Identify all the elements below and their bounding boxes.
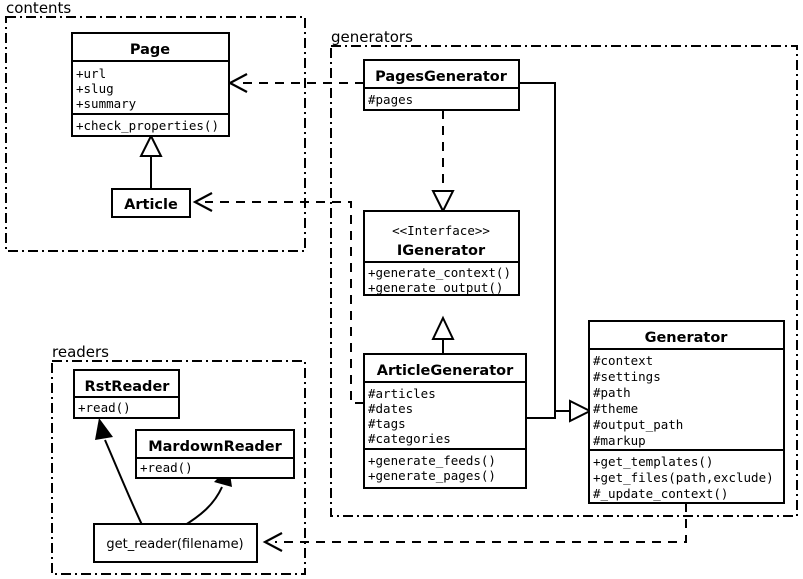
- class-name-rst-reader: RstReader: [85, 379, 171, 395]
- edge-getreader-creates-rstreader: [95, 418, 144, 528]
- attribute-articlegenerator-categories: #categories: [368, 431, 451, 446]
- edge-pagesgenerator-realizes-igenerator: [431, 110, 455, 214]
- method-generator-get-templates: +get_templates(): [593, 454, 713, 469]
- method-rstreader-read: +read(): [78, 400, 131, 415]
- class-name-article-generator: ArticleGenerator: [377, 363, 514, 379]
- method-page-check-properties: +check_properties(): [76, 118, 219, 133]
- class-box-generator[interactable]: Generator #context #settings #path #them…: [588, 320, 785, 504]
- class-box-article[interactable]: Article: [111, 188, 191, 218]
- method-articlegenerator-generate-feeds: +generate_feeds(): [368, 453, 496, 468]
- edge-articlegenerator-inherits-igenerator: [431, 315, 455, 355]
- package-readers-border: [51, 360, 306, 575]
- hollow-triangle-arrowhead: [569, 399, 593, 423]
- class-box-rst-reader[interactable]: RstReader +read(): [73, 369, 180, 419]
- attribute-page-summary: +summary: [76, 96, 137, 111]
- method-igenerator-generate-context: +generate_context(): [368, 265, 511, 280]
- package-label-generators: generators: [331, 28, 413, 46]
- class-box-igenerator[interactable]: <<Interface>> IGenerator +generate_conte…: [363, 210, 520, 296]
- edge-generator-depends-getreader: [262, 503, 687, 552]
- package-label-readers: readers: [52, 343, 109, 361]
- edge-pagesgenerator-inherits-generator: [519, 82, 593, 423]
- attribute-generator-theme: #theme: [593, 401, 638, 416]
- package-label-contents: contents: [6, 0, 71, 17]
- attribute-page-url: +url: [76, 66, 106, 81]
- hollow-triangle-arrowhead: [431, 190, 455, 214]
- class-name-igenerator: IGenerator: [397, 243, 486, 259]
- edge-articlegenerator-inherits-generator: [526, 411, 556, 419]
- method-igenerator-generate-output: +generate_output(): [368, 280, 503, 295]
- class-name-generator: Generator: [645, 330, 729, 346]
- attribute-generator-output-path: #output_path: [593, 417, 683, 432]
- package-generators-border: [330, 45, 798, 517]
- class-box-page[interactable]: Page +url +slug +summary +check_properti…: [71, 32, 230, 137]
- class-name-article: Article: [124, 197, 178, 213]
- attribute-generator-markup: #markup: [593, 433, 646, 448]
- class-name-page: Page: [130, 42, 170, 58]
- class-name-mardown-reader: MardownReader: [148, 439, 282, 455]
- attribute-pagesgenerator-pages: #pages: [368, 92, 413, 107]
- attribute-generator-path: #path: [593, 385, 631, 400]
- method-mardownreader-read: +read(): [140, 460, 193, 475]
- package-generators: [330, 45, 798, 517]
- class-box-pages-generator[interactable]: PagesGenerator #pages: [363, 59, 520, 111]
- package-readers: [51, 360, 306, 575]
- class-box-mardown-reader[interactable]: MardownReader +read(): [135, 429, 295, 479]
- package-contents: [5, 16, 306, 252]
- attribute-articlegenerator-dates: #dates: [368, 401, 413, 416]
- attribute-generator-context: #context: [593, 353, 653, 368]
- class-name-pages-generator: PagesGenerator: [375, 69, 508, 85]
- method-articlegenerator-generate-pages: +generate_pages(): [368, 468, 496, 483]
- attribute-page-slug: +slug: [76, 81, 114, 96]
- open-arrowhead: [262, 532, 283, 552]
- function-name-get-reader: get_reader(filename): [106, 537, 243, 552]
- solid-arrowhead: [95, 418, 113, 440]
- open-arrowhead: [192, 192, 213, 212]
- method-generator-get-files: +get_files(path,exclude): [593, 470, 774, 485]
- hollow-triangle-arrowhead: [431, 315, 455, 340]
- class-box-article-generator[interactable]: ArticleGenerator #articles #dates #tags …: [363, 353, 527, 489]
- class-stereotype-igenerator: <<Interface>>: [392, 223, 490, 238]
- attribute-generator-settings: #settings: [593, 369, 661, 384]
- method-generator-update-context: #_update_context(): [593, 486, 728, 501]
- edge-article-inherits-page: [139, 133, 163, 190]
- attribute-articlegenerator-articles: #articles: [368, 386, 436, 401]
- function-box-get-reader[interactable]: get_reader(filename): [93, 523, 258, 563]
- edge-articlegenerator-depends-article: [192, 192, 364, 404]
- attribute-articlegenerator-tags: #tags: [368, 416, 406, 431]
- package-contents-border: [5, 16, 306, 252]
- hollow-triangle-arrowhead: [139, 133, 163, 157]
